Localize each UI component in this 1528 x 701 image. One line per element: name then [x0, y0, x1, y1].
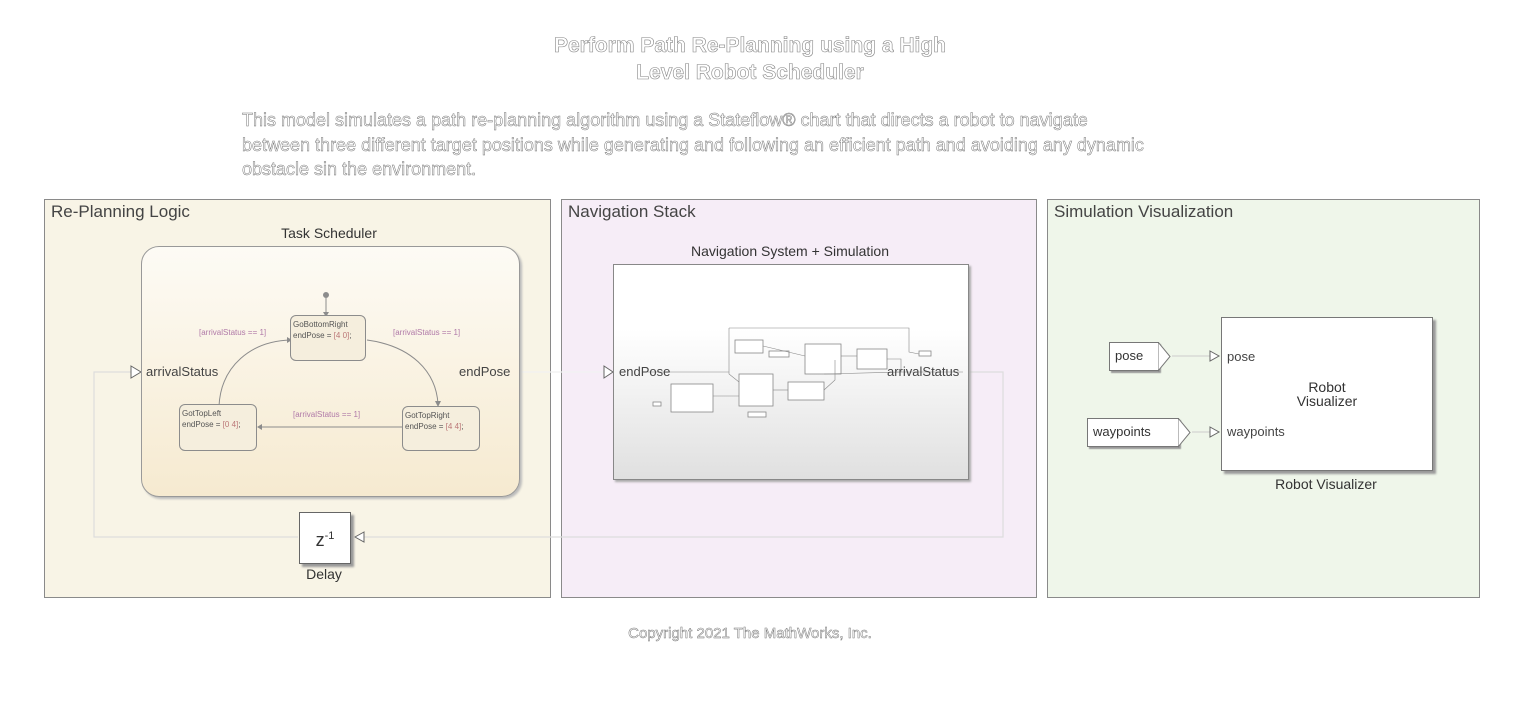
delay-exponent: -1	[324, 530, 335, 542]
subsystem-thumbnail-icon	[643, 327, 963, 418]
visualizer-pose-port: pose	[1227, 349, 1256, 364]
page-title: Perform Path Re-Planning using a High Le…	[0, 32, 1500, 86]
robot-visualizer-label: Robot Visualizer	[1275, 476, 1377, 492]
description-line-1: This model simulates a path re-planning …	[242, 110, 1088, 130]
transition-label-bottom: [arrivalStatus == 1]	[293, 410, 361, 419]
from-pose-label: pose	[1115, 348, 1144, 363]
from-pose-tag[interactable]: pose	[1109, 342, 1159, 371]
scheduler-input-port: arrivalStatus	[146, 364, 219, 379]
visualizer-waypoints-port: waypoints	[1227, 424, 1285, 439]
title-line-2: Level Robot Scheduler	[636, 61, 864, 85]
from-waypoints-label: waypoints	[1093, 424, 1151, 439]
navigation-input-port: endPose	[619, 364, 671, 379]
signal-arrivalstatus-feedback	[362, 371, 1004, 538]
model-description: This model simulates a path re-planning …	[242, 108, 1322, 182]
task-scheduler-chart[interactable]	[141, 246, 520, 497]
transition-left	[218, 339, 292, 407]
delay-input-arrow	[353, 531, 365, 543]
replanning-area-title: Re-Planning Logic	[51, 202, 190, 221]
state-name: GotTopRight	[405, 411, 450, 420]
title-line-1: Perform Path Re-Planning using a High	[553, 34, 947, 58]
delay-label: Delay	[306, 566, 342, 582]
from-waypoints-tag[interactable]: waypoints	[1087, 418, 1179, 447]
task-scheduler-label: Task Scheduler	[281, 225, 377, 241]
state-got-top-right[interactable]: GotTopRight endPose = [4 4];	[402, 406, 480, 451]
scheduler-output-port: endPose	[459, 364, 511, 379]
state-action: endPose = [4 4];	[405, 422, 464, 431]
transition-right	[366, 339, 439, 405]
navigation-output-port: arrivalStatus	[887, 364, 960, 379]
visualizer-inner-line-2: Visualizer	[1296, 393, 1358, 409]
visualization-area-title: Simulation Visualization	[1054, 202, 1234, 221]
description-line-3: obstacle sin the environment.	[242, 159, 477, 179]
visualizer-signal-lines	[1172, 350, 1221, 438]
from-waypoints-tag-arrow	[1178, 418, 1191, 448]
state-go-bottom-right[interactable]: GoBottomRight endPose = [4 0];	[290, 315, 366, 361]
navigation-system-label: Navigation System + Simulation	[690, 243, 890, 259]
transition-label-right: [arrivalStatus == 1]	[393, 328, 461, 337]
description-line-2: between three different target positions…	[242, 134, 1144, 155]
state-action: endPose = [0 4];	[182, 420, 241, 429]
state-name: GoBottomRight	[293, 320, 348, 329]
arrivalstatus-input-arrow	[130, 365, 142, 379]
state-transitions	[218, 292, 441, 430]
state-name: GotTopLeft	[182, 409, 222, 418]
delay-block[interactable]: z-1	[299, 512, 351, 564]
copyright-notice: Copyright 2021 The MathWorks, Inc.	[628, 625, 872, 643]
transition-label-left: [arrivalStatus == 1]	[199, 328, 267, 337]
endpose-input-arrow	[603, 365, 614, 379]
from-pose-tag-arrow	[1158, 342, 1171, 372]
visualizer-inner-line-1: Robot	[1308, 379, 1346, 395]
state-action: endPose = [4 0];	[293, 331, 352, 340]
state-got-top-left[interactable]: GotTopLeft endPose = [0 4];	[179, 404, 257, 451]
delay-symbol: z	[315, 530, 325, 550]
robot-visualizer-block[interactable]	[1221, 317, 1433, 471]
visualizer-inner-text: Robot Visualizer	[1277, 380, 1377, 408]
navigation-area-title: Navigation Stack	[568, 202, 696, 221]
default-transition-dot	[323, 292, 329, 298]
